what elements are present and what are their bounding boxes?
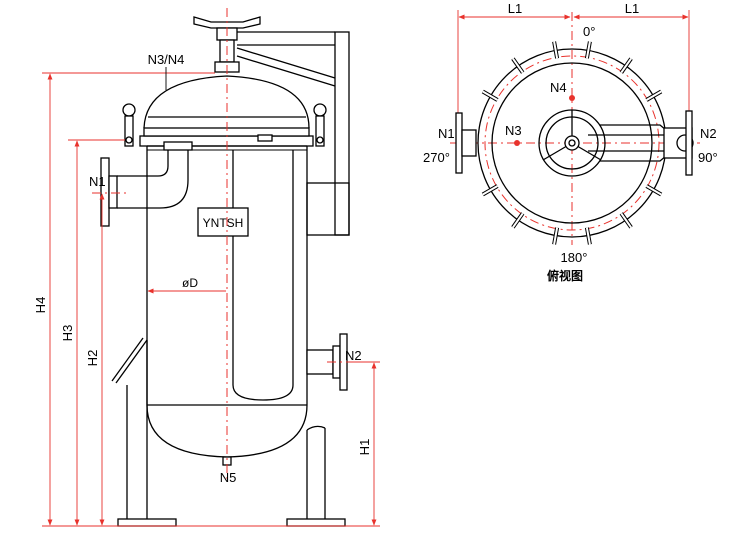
nameplate-text: YNTSH bbox=[203, 216, 244, 230]
bolt-circle bbox=[484, 55, 660, 231]
n3n4-label: N3/N4 bbox=[148, 52, 185, 67]
h3-label: H3 bbox=[60, 325, 75, 342]
angle-0-label: 0° bbox=[583, 24, 595, 39]
flange-bolt-highlight bbox=[553, 41, 559, 59]
flange-bolt-highlight bbox=[482, 90, 499, 101]
n1-top-label: N1 bbox=[438, 126, 455, 141]
n3-marker bbox=[514, 140, 520, 146]
n2-side-label: N2 bbox=[345, 348, 362, 363]
angle-270-label: 270° bbox=[423, 150, 450, 165]
lifting-eye-right bbox=[313, 103, 327, 147]
n4-marker bbox=[569, 95, 575, 101]
hub-center bbox=[568, 139, 576, 147]
lifting-eye-left bbox=[122, 103, 136, 147]
flange-bolt-highlight bbox=[645, 90, 662, 101]
top-view-caption: 俯视图 bbox=[547, 268, 583, 283]
diameter-label: øD bbox=[182, 276, 198, 290]
angle-90-label: 90° bbox=[698, 150, 718, 165]
n2-top-label: N2 bbox=[700, 126, 717, 141]
h1-label: H1 bbox=[357, 439, 372, 456]
n5-label: N5 bbox=[220, 470, 237, 485]
n4-top-label: N4 bbox=[550, 80, 567, 95]
top-view: L1 L1 bbox=[423, 1, 718, 283]
l1-right-label: L1 bbox=[625, 1, 639, 16]
davit-arm bbox=[236, 31, 350, 236]
h2-label: H2 bbox=[85, 350, 100, 367]
flange-bolt-highlight bbox=[512, 212, 524, 228]
flange-bolts bbox=[481, 41, 663, 245]
flange-bolt-highlight bbox=[512, 58, 524, 74]
inlet-pipe-n1 bbox=[100, 141, 193, 227]
flange-bolt-highlight bbox=[645, 185, 662, 196]
flange-bolt-highlight bbox=[482, 185, 499, 196]
flange-bolt-highlight bbox=[553, 227, 559, 245]
filter-basket bbox=[232, 134, 294, 401]
flange-bolt-highlight bbox=[585, 41, 591, 59]
nameplate bbox=[197, 207, 249, 237]
angle-180-label: 180° bbox=[561, 250, 588, 265]
n3-top-label: N3 bbox=[505, 123, 522, 138]
side-view: YNTSH øD H4 H3 H2 H1 N3/N4 N1 N2 N5 bbox=[33, 8, 380, 527]
n2-nozzle-top bbox=[663, 110, 694, 176]
n1-nozzle-top bbox=[455, 112, 477, 174]
h4-label: H4 bbox=[33, 297, 48, 314]
flange-bolt-highlight bbox=[620, 212, 632, 228]
n1-side-label: N1 bbox=[89, 174, 106, 189]
flange-bolt-highlight bbox=[620, 58, 632, 74]
flange-bolt-highlight bbox=[585, 227, 591, 245]
lid-circle bbox=[491, 62, 653, 224]
l1-left-label: L1 bbox=[508, 1, 522, 16]
